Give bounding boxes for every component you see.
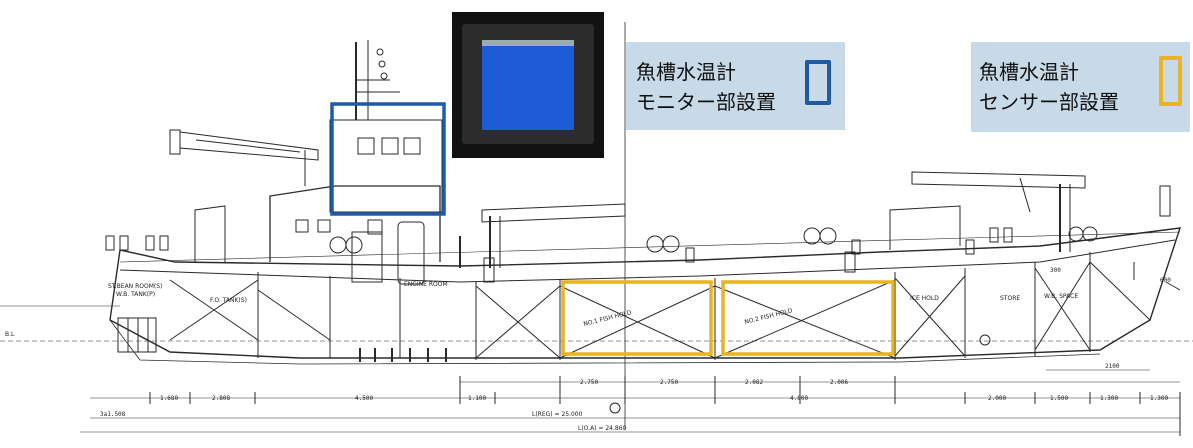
monitor-photo xyxy=(452,12,604,158)
dimension-label: 2100 xyxy=(1105,363,1120,370)
dimension-label: 2.000 xyxy=(988,395,1006,402)
length-oa-label: L(O.A) = 24.860 xyxy=(578,425,627,432)
sensor-location-highlight-2 xyxy=(721,280,895,356)
fish-hold-2-label: NO.2 FISH HOLD xyxy=(744,307,794,326)
length-reg-label: L(REG) = 25.000 xyxy=(532,411,583,418)
dimension-label: 2.006 xyxy=(830,379,848,386)
legend-monitor-line1: 魚槽水温計 xyxy=(636,60,736,84)
dimension-label: 1.300 xyxy=(1150,395,1168,402)
dimension-label: 2.808 xyxy=(212,395,230,402)
legend-sensor: 魚槽水温計 センサー部設置 xyxy=(971,42,1190,132)
baseline-label: B.L xyxy=(5,331,15,338)
monitor-topbar xyxy=(482,40,574,46)
dimension-label: 1.500 xyxy=(1050,395,1068,402)
ice-hold-label: ICE HOLD xyxy=(910,295,939,302)
legend-monitor: 魚槽水温計 モニター部設置 xyxy=(626,42,845,130)
wb-space-label: W.B. SPACE xyxy=(1044,293,1078,300)
dimension-label: 2.750 xyxy=(580,379,598,386)
store-label: STORE xyxy=(1000,295,1020,302)
dimension-label: 1.680 xyxy=(160,395,178,402)
monitor-location-highlight xyxy=(330,102,446,216)
legend-sensor-swatch xyxy=(1159,56,1182,106)
fo-tank-label: F.O. TANK(S) xyxy=(210,297,247,304)
dimension-label: 1.300 xyxy=(1100,395,1118,402)
aft-tank-label-1: ST.BEAN ROOM(S) xyxy=(108,283,162,290)
legend-monitor-line2: モニター部設置 xyxy=(636,90,776,114)
legend-monitor-swatch xyxy=(805,60,831,105)
engine-room-label: ENGINE ROOM xyxy=(404,281,448,288)
dimension-label: 1.100 xyxy=(468,395,486,402)
aft-tank-label-2: W.B. TANK(P) xyxy=(116,291,155,298)
dimension-label: 300 xyxy=(1050,267,1061,274)
dimension-label: 4.800 xyxy=(790,395,808,402)
dimension-label: 4.500 xyxy=(355,395,373,402)
dimension-label: 600 xyxy=(1160,277,1171,284)
legend-sensor-line2: センサー部設置 xyxy=(979,90,1119,114)
dimension-label: 2.750 xyxy=(660,379,678,386)
legend-sensor-line1: 魚槽水温計 xyxy=(979,60,1079,84)
dimension-label: 2.082 xyxy=(745,379,763,386)
monitor-screen xyxy=(482,46,574,130)
sensor-location-highlight-1 xyxy=(561,280,713,356)
dimension-label: 3a1.508 xyxy=(100,411,126,418)
